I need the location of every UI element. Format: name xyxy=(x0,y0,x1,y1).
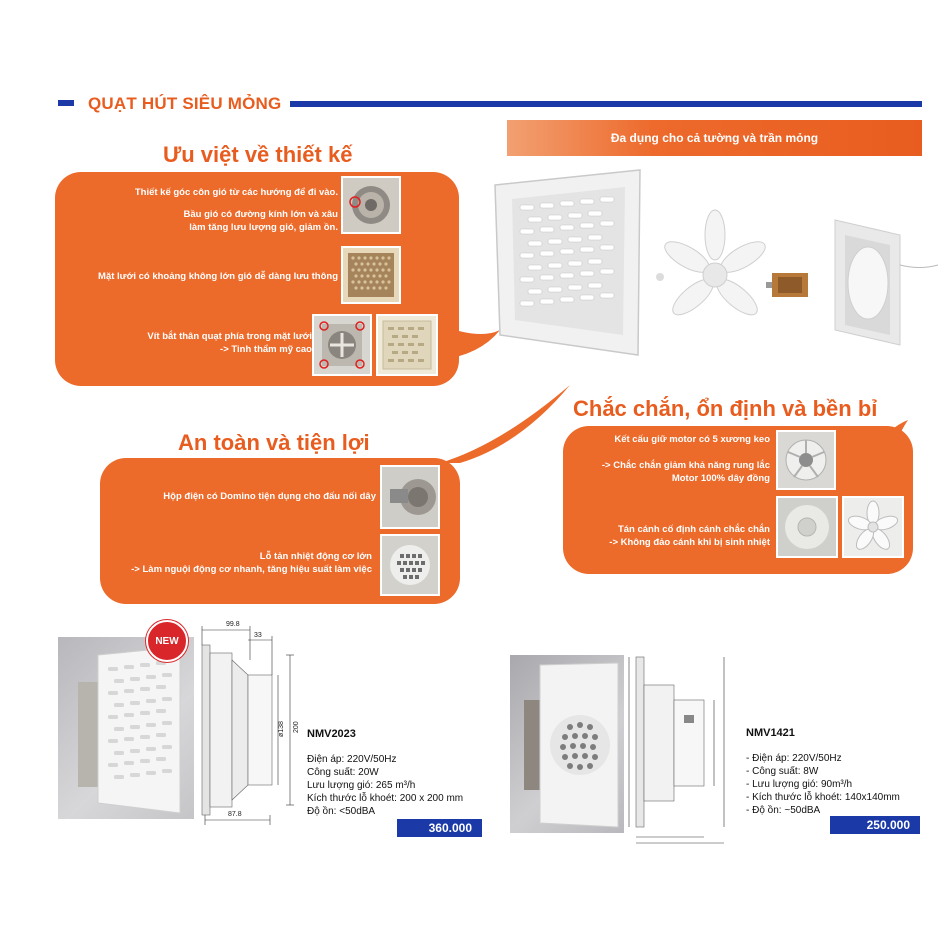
design-text-4b: -> Tinh thẩm mỹ cao xyxy=(220,344,312,355)
dim-height-label: 200 xyxy=(293,721,300,733)
durable-text-2b: Motor 100% dây đồng xyxy=(671,473,770,484)
design-title: Ưu việt về thiết kế xyxy=(163,142,353,167)
design-text-2a: Bầu gió có đường kính lớn và xâu xyxy=(183,209,338,220)
dim-top-label: 99.8 xyxy=(226,621,240,628)
product1-spec-airflow: Lưu lượng gió: 265 m³/h xyxy=(307,780,416,791)
design-panel-tail xyxy=(440,325,500,360)
product2-specs: NMV1421 - Điện áp: 220V/50Hz - Công suất… xyxy=(746,727,900,817)
product1-spec-voltage: Điện áp: 220V/50Hz xyxy=(307,754,397,765)
impeller-photo xyxy=(842,496,904,558)
safety-text-2a: Lỗ tản nhiệt động cơ lớn xyxy=(259,551,372,562)
motor-mount-photo xyxy=(776,430,836,490)
product2-spec-cutout: - Kích thước lỗ khoét: 140x140mm xyxy=(746,792,900,803)
product1-spec-noise: Độ ồn: <50dBA xyxy=(307,806,376,817)
product2-spec-airflow: - Lưu lượng gió: 90m³/h xyxy=(746,779,853,790)
product1-specs: NMV2023 Điện áp: 220V/50Hz Công suất: 20… xyxy=(307,728,463,818)
grille-photo xyxy=(341,246,401,304)
product1-price: 360.000 xyxy=(397,819,482,837)
product2-spec-voltage: - Điện áp: 220V/50Hz xyxy=(746,753,842,764)
design-text-1: Thiết kế góc côn gió từ các hướng để đi … xyxy=(134,187,338,198)
new-badge: NEW xyxy=(146,620,188,662)
product1-spec-cutout: Kích thước lỗ khoét: 200 x 200 mm xyxy=(307,793,464,804)
cooling-vent-photo xyxy=(380,534,440,596)
design-text-2b: làm tăng lưu lượng gió, giảm ồn. xyxy=(189,222,338,233)
design-text-4a: Vít bắt thân quạt phía trong mặt lưới xyxy=(147,331,312,342)
usage-banner-text: Đa dụng cho cả tường và trần mỏng xyxy=(610,131,819,145)
durable-text-3b: -> Không đảo cánh khi bị sinh nhiệt xyxy=(609,537,770,548)
safety-text-1: Hộp điện có Domino tiện dụng cho đấu nối… xyxy=(163,491,376,502)
terminal-box-photo xyxy=(380,465,440,529)
dim-dia-label: ø138 xyxy=(278,721,285,737)
product1-dimension-drawing: 99.8 33 200 ø138 87.8 xyxy=(201,621,300,825)
grille-front-photo xyxy=(376,314,438,376)
exploded-fan-illustration xyxy=(494,169,939,356)
product1-spec-power: Công suất: 20W xyxy=(307,767,379,778)
product2-dimension-drawing xyxy=(628,656,725,844)
dim-small-label: 33 xyxy=(254,632,262,639)
product2-price: 250.000 xyxy=(830,816,920,834)
durable-text-3a: Tán cánh cố định cánh chắc chắn xyxy=(617,524,770,535)
header-rule xyxy=(290,101,922,107)
product2-photo xyxy=(510,655,624,833)
impeller-hub-photo xyxy=(776,496,838,558)
cone-photo xyxy=(341,176,401,234)
dim-bottom-label: 87.8 xyxy=(228,811,242,818)
screw-photo xyxy=(312,314,372,376)
safety-panel-tail xyxy=(440,385,570,463)
product2-spec-power: - Công suất: 8W xyxy=(746,766,819,777)
durable-panel-tail xyxy=(880,420,908,440)
product2-model: NMV1421 xyxy=(746,727,795,739)
design-text-3: Mặt lưới có khoảng không lớn gió dễ dàng… xyxy=(98,271,338,282)
durable-title: Chắc chắn, ổn định và bền bỉ xyxy=(573,396,878,421)
safety-title: An toàn và tiện lợi xyxy=(178,430,370,455)
header-mark xyxy=(58,100,74,106)
page-title: QUẠT HÚT SIÊU MỎNG xyxy=(88,94,282,113)
safety-text-2b: -> Làm nguội động cơ nhanh, tăng hiệu su… xyxy=(131,564,372,575)
product1-model: NMV2023 xyxy=(307,728,356,740)
durable-text-2a: -> Chắc chắn giảm khả năng rung lắc xyxy=(601,460,770,471)
product1-photo xyxy=(58,637,194,819)
usage-banner: Đa dụng cho cả tường và trần mỏng xyxy=(507,120,922,156)
durable-text-1: Kết cấu giữ motor có 5 xương keo xyxy=(614,434,770,445)
product2-spec-noise: - Độ ồn: ~50dBA xyxy=(746,805,821,816)
